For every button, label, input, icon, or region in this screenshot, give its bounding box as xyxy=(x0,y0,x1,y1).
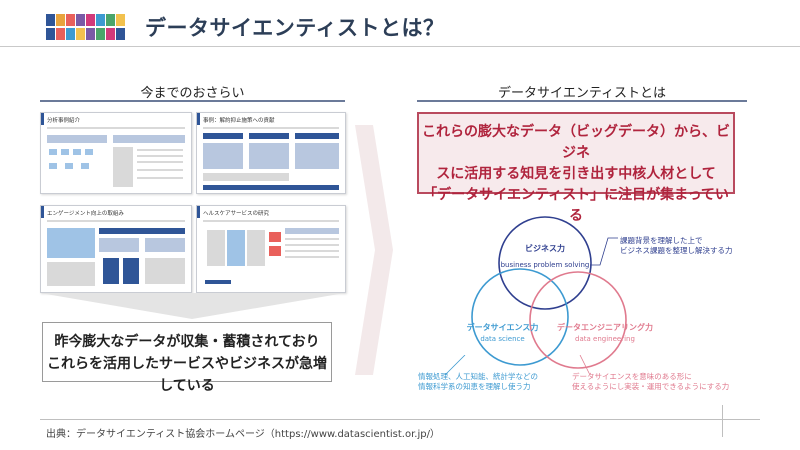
company-logo xyxy=(46,12,128,42)
logo-square xyxy=(56,14,65,26)
logo-square xyxy=(96,14,105,26)
right-chevron-icon xyxy=(355,125,393,375)
engineering-description: データサイエンスを意味のある形に 使えるようにし実装・運用できるようにする力 xyxy=(572,372,730,391)
thumbnail-slide-4: ヘルスケアサービスの研究 xyxy=(196,205,346,293)
right-section-title: データサイエンティストとは xyxy=(497,86,667,101)
left-section-title: 今までのおさらい xyxy=(140,86,245,101)
thumbnail-slide-1: 分析事例紹介 xyxy=(40,112,192,194)
page-title: データサイエンティストとは？ xyxy=(145,16,445,40)
thumbnail-title: 事例：解約抑止施策への貢献 xyxy=(203,118,275,124)
thumbnail-title: 分析事例紹介 xyxy=(47,118,81,124)
engineering-sub: data engineering xyxy=(575,335,635,343)
footer-vertical-rule xyxy=(722,405,723,437)
science-connector xyxy=(444,355,466,376)
science-label: データサイエンス力 xyxy=(466,323,539,332)
highlight-line-2: スに活用する知見を引き出す中核人材として xyxy=(436,166,716,182)
logo-square xyxy=(46,28,55,40)
summary-box: 昨今膨大なデータが収集・蓄積されており これらを活用したサービスやビジネスが急増… xyxy=(42,322,332,394)
science-description: 情報処理、人工知能、統計学などの 情報科学系の知恵を理解し使う力 xyxy=(418,372,538,391)
logo-square xyxy=(76,28,85,40)
right-section-rule xyxy=(417,100,747,102)
logo-square xyxy=(96,28,105,40)
business-circle xyxy=(498,216,592,310)
highlight-line-3: 「データサイエンティスト」に注目が集まっている xyxy=(423,187,729,224)
business-label: ビジネス力 xyxy=(525,244,565,253)
logo-square xyxy=(66,14,75,26)
footer-divider xyxy=(40,419,760,420)
business-description: 課題背景を理解した上で ビジネス課題を整理し解決する力 xyxy=(620,236,733,255)
logo-square xyxy=(106,28,115,40)
summary-line-2: これらを活用したサービスやビジネスが急増している xyxy=(47,356,327,394)
source-citation: 出典：データサイエンティスト協会ホームページ（https://www.datas… xyxy=(46,429,440,440)
logo-square xyxy=(116,14,125,26)
logo-square xyxy=(86,28,95,40)
down-arrow-icon xyxy=(40,293,345,319)
highlight-box: これらの膨大なデータ（ビッグデータ）から、ビジネ スに活用する知見を引き出す中核… xyxy=(417,112,735,224)
left-section-rule xyxy=(40,100,345,102)
logo-square xyxy=(46,14,55,26)
venn-diagram xyxy=(471,216,627,369)
thumbnail-slide-3: エンゲージメント向上の取組み xyxy=(40,205,192,293)
science-circle xyxy=(471,268,569,366)
engineering-connector xyxy=(579,355,591,376)
business-connector xyxy=(590,237,618,266)
science-sub: data science xyxy=(480,335,525,343)
engineering-label: データエンジニアリング力 xyxy=(557,323,653,332)
logo-square xyxy=(56,28,65,40)
logo-square xyxy=(116,28,125,40)
thumbnail-title: ヘルスケアサービスの研究 xyxy=(203,211,270,217)
logo-square xyxy=(86,14,95,26)
highlight-line-1: これらの膨大なデータ（ビッグデータ）から、ビジネ xyxy=(422,124,730,161)
logo-square xyxy=(66,28,75,40)
summary-line-1: 昨今膨大なデータが収集・蓄積されており xyxy=(54,334,320,350)
thumbnail-slide-2: 事例：解約抑止施策への貢献 xyxy=(196,112,346,194)
business-sub: business problem solving xyxy=(500,261,590,269)
thumbnail-title: エンゲージメント向上の取組み xyxy=(47,211,124,217)
engineering-circle xyxy=(529,271,627,369)
logo-square xyxy=(76,14,85,26)
header-divider xyxy=(0,46,800,47)
logo-square xyxy=(106,14,115,26)
